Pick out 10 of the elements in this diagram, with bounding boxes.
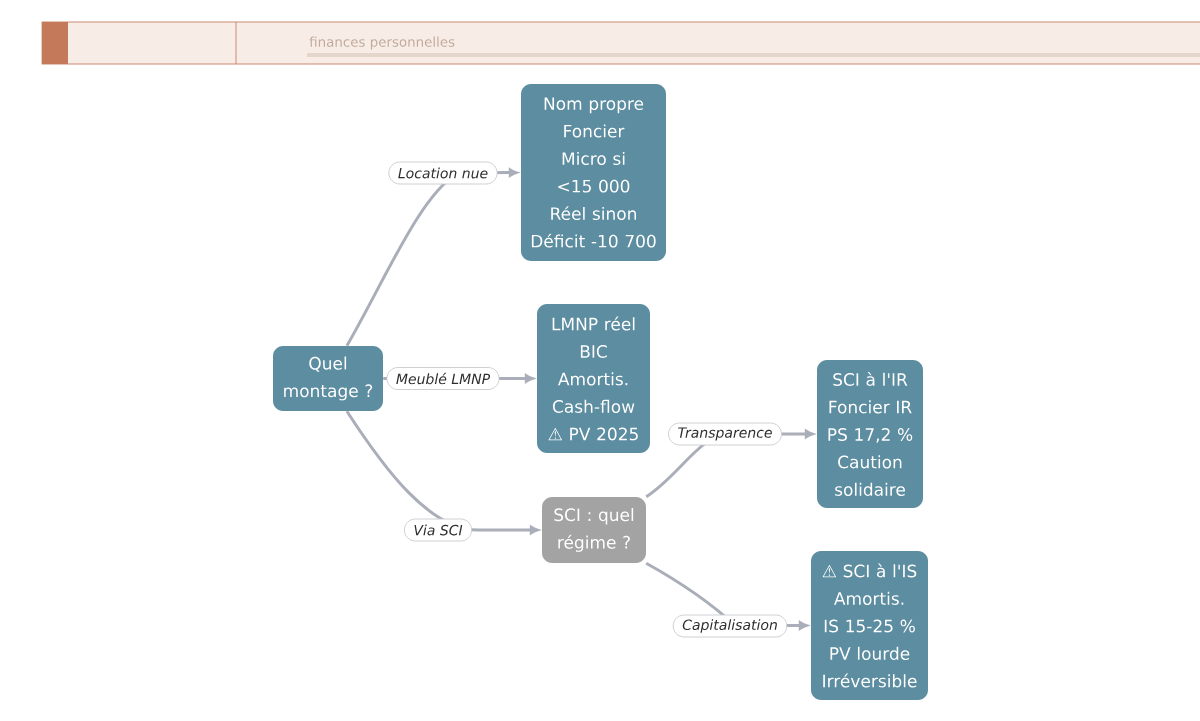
rounded-box: SCI à l'IR Foncier IR PS 17,2 % Caution solidaire (817, 360, 923, 508)
rounded-box: SCI : quel régime ? (542, 497, 646, 563)
edge-label: Via SCI (403, 518, 473, 542)
arrow (345, 410, 539, 535)
tagline: finances personnelles (309, 36, 455, 50)
rounded-box: Nom propre Foncier Micro si <15 000 Réel sinon Déficit -10 700 (521, 84, 666, 261)
edge-label: Transparence (668, 422, 782, 446)
rounded-box: ⚠ SCI à l'IS Amortis. IS 15-25 % PV lourde Irréversible (811, 551, 928, 700)
rounded-box: Quel montage ? (273, 346, 383, 411)
rounded-box: LMNP réel BIC Amortis. Cash-flow ⚠ PV 2025 (537, 304, 650, 453)
